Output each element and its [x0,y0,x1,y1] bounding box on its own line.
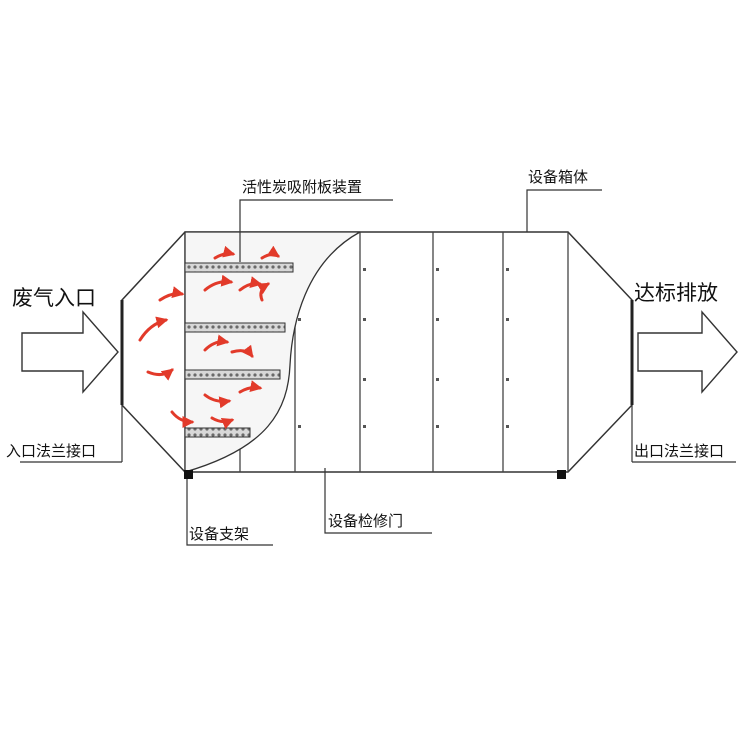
leader-lines [20,189,736,546]
label-activated-carbon: 活性炭吸附板装置 [242,178,363,196]
support-foot-right [557,470,566,479]
airflow-arrows [138,245,280,430]
support-foot-left [184,470,193,479]
door-hinges [298,268,509,428]
label-housing: 设备箱体 [528,168,589,186]
inlet-arrow-icon [21,310,119,394]
label-support: 设备支架 [189,525,250,543]
label-outlet-flange: 出口法兰接口 [634,442,725,460]
label-inlet-gas: 废气入口 [12,286,96,310]
label-outlet-gas: 达标排放 [634,281,718,305]
label-access-door: 设备检修门 [328,512,404,530]
cutaway-section [184,231,361,473]
label-inlet-flange: 入口法兰接口 [6,442,97,460]
carbon-plates [184,262,294,438]
outlet-arrow-icon [637,310,738,394]
